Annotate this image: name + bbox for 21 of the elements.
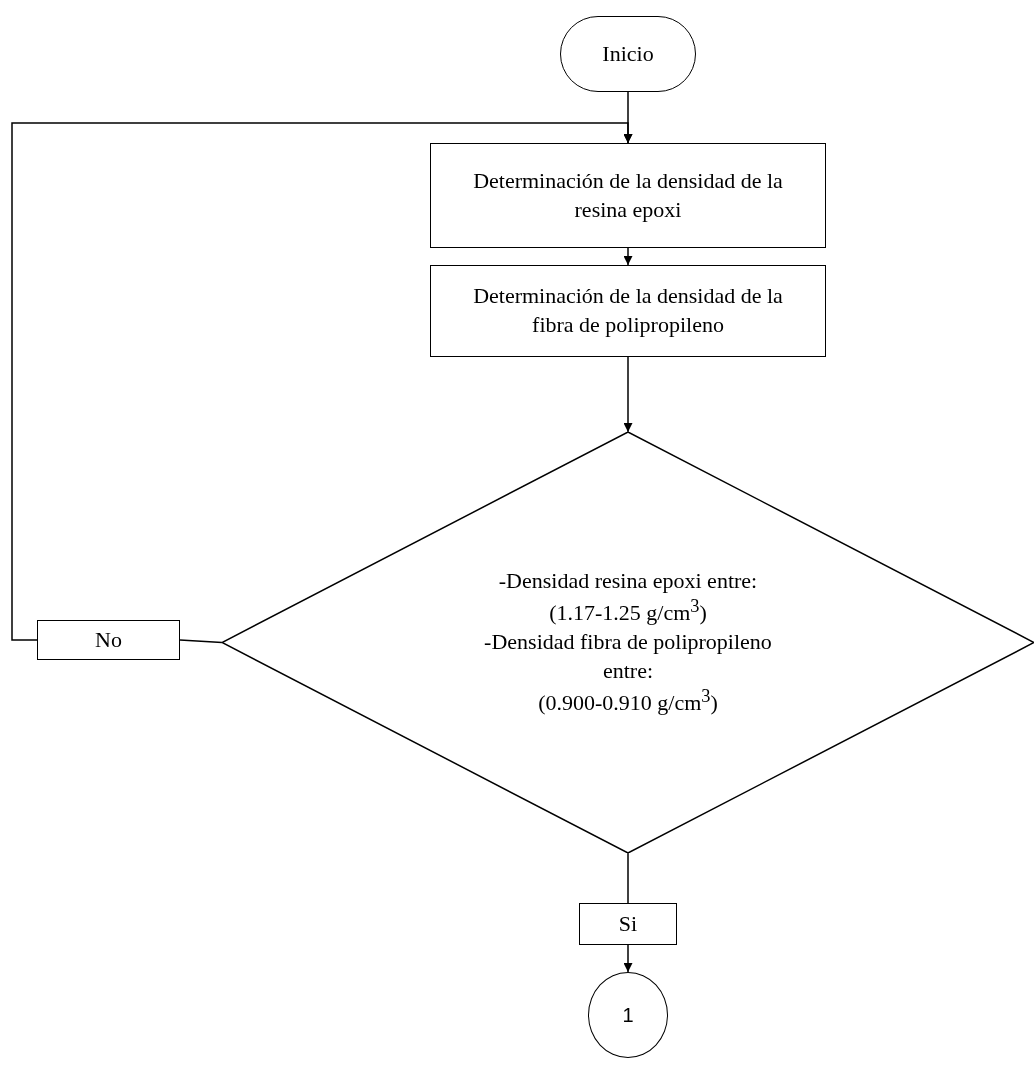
decision-diamond (222, 432, 1034, 853)
process-box (430, 143, 826, 248)
arrow (623, 247, 633, 266)
node-text: (1.17-1.25 g/cm$^{3}$) (549, 595, 707, 628)
arrow (623, 356, 633, 433)
node-text: (0.900-0.910 g/cm$^{3}$) (538, 685, 718, 718)
node-text: Determinación de la densidad de la resina epoxi (472, 166, 784, 224)
node-text: Si (618, 909, 638, 938)
node-text: -Densidad resina epoxi entre: (498, 566, 758, 595)
arrow (11, 122, 633, 641)
connector-line (179, 639, 223, 644)
process-box (430, 265, 826, 357)
node-text: No (95, 625, 122, 654)
answer-box (579, 903, 677, 945)
answer-box (37, 620, 180, 660)
connector-line (627, 852, 629, 904)
arrow (623, 944, 633, 973)
node-text: Determinación de la densidad de la fibra de polipropileno (472, 282, 784, 339)
node-text: -Densidad fibra de polipropileno entre: (483, 628, 773, 685)
node-text: Inicio (602, 39, 654, 68)
node-text: 1 (622, 1003, 634, 1028)
